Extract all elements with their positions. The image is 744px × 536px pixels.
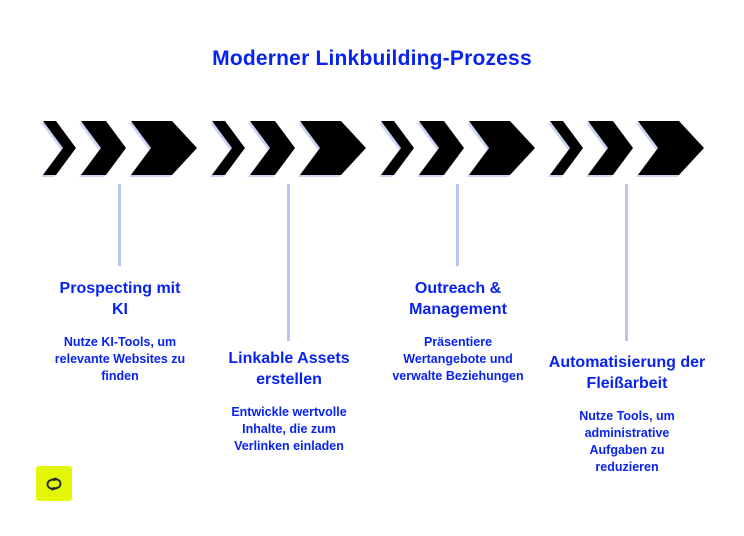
step-description: Präsentiere Wertangebote und verwalte Be… bbox=[392, 335, 524, 383]
step-block-prospecting: Prospecting mit KI Nutze KI-Tools, um re… bbox=[30, 278, 210, 385]
step-heading: Linkable Assets erstellen bbox=[228, 350, 350, 388]
step-description: Nutze Tools, um administrative Aufgaben … bbox=[579, 409, 675, 474]
step-description: Entwickle wertvolle Inhalte, die zum Ver… bbox=[231, 405, 347, 453]
step-block-linkable-assets: Linkable Assets erstellen Entwickle wert… bbox=[199, 348, 379, 455]
step-description: Nutze KI-Tools, um relevante Websites zu… bbox=[54, 335, 186, 383]
chevron-arrows-icon bbox=[550, 121, 704, 175]
connector-line bbox=[118, 184, 121, 266]
step-block-outreach: Outreach & Management Präsentiere Wertan… bbox=[368, 278, 548, 385]
step-heading: Automatisierung der Fleißarbeit bbox=[548, 354, 706, 392]
page-title: Moderner Linkbuilding-Prozess bbox=[212, 47, 532, 70]
interlocked-links-icon bbox=[46, 476, 62, 491]
step-block-automatisierung: Automatisierung der Fleißarbeit Nutze To… bbox=[537, 352, 717, 476]
connector-line bbox=[456, 184, 459, 266]
chevron-arrows-icon bbox=[212, 121, 366, 175]
chevron-arrows-icon bbox=[43, 121, 197, 175]
connector-line bbox=[287, 184, 290, 341]
logo bbox=[36, 466, 72, 501]
chevron-arrows-icon bbox=[381, 121, 535, 175]
step-heading: Prospecting mit KI bbox=[59, 280, 181, 318]
connector-line bbox=[625, 184, 628, 341]
step-heading: Outreach & Management bbox=[409, 280, 507, 318]
